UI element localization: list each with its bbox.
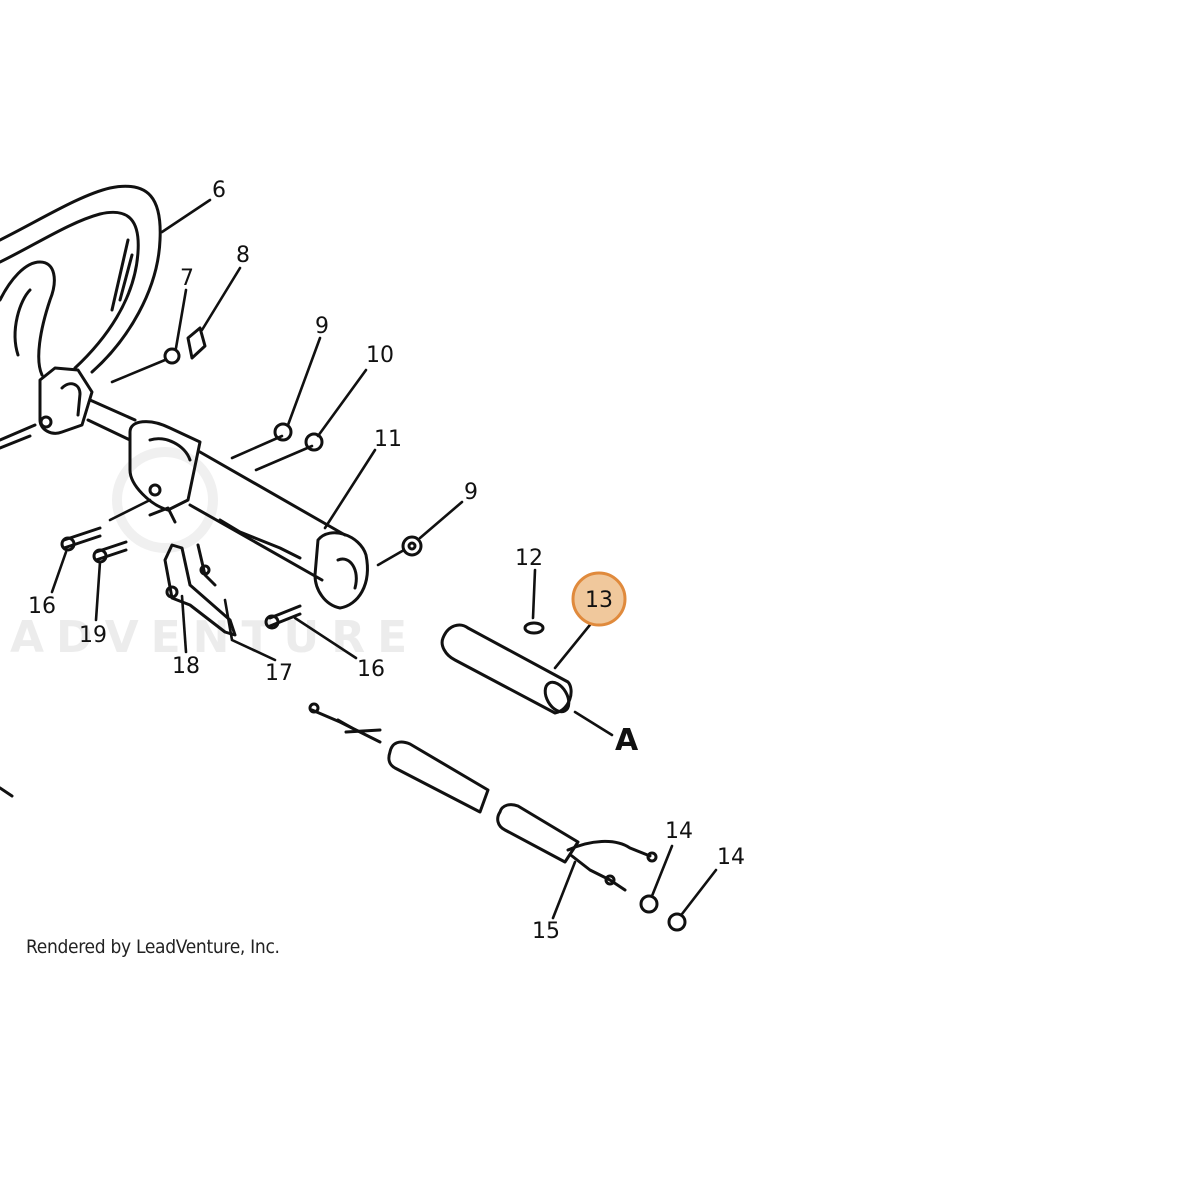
callout-10[interactable]: 10	[366, 343, 394, 368]
watermark-text: ADVENTURE	[10, 612, 419, 663]
callout-11[interactable]: 11	[374, 427, 402, 452]
watermark: ADVENTURE	[10, 447, 419, 663]
callout-6[interactable]: 6	[212, 178, 226, 203]
callout-8[interactable]: 8	[236, 243, 250, 268]
highlight-marker[interactable]	[571, 571, 627, 627]
callout-14-b[interactable]: 14	[717, 845, 745, 870]
callout-15[interactable]: 15	[532, 919, 560, 944]
callout-19[interactable]: 19	[79, 623, 107, 648]
callout-9-b[interactable]: 9	[464, 480, 478, 505]
callout-12[interactable]: 12	[515, 546, 543, 571]
fasteners	[0, 326, 687, 932]
main-shaft	[0, 398, 369, 610]
callout-7[interactable]: 7	[180, 266, 194, 291]
throttle-parts	[163, 543, 237, 637]
callout-13[interactable]: 13	[585, 588, 613, 613]
leader-lines	[50, 198, 718, 920]
callout-16[interactable]: 16	[28, 594, 56, 619]
callouts: 6 7 8 9 10 11 9 12 13 16 19 18 17 16 14 …	[28, 178, 745, 944]
loop-handle	[0, 184, 162, 435]
render-credit: Rendered by LeadVenture, Inc.	[26, 936, 280, 958]
callout-A[interactable]: A	[615, 723, 639, 758]
callout-14[interactable]: 14	[665, 819, 693, 844]
callout-17[interactable]: 17	[265, 661, 293, 686]
pipe-part	[440, 621, 573, 715]
cable-assembly	[308, 702, 658, 892]
callout-9[interactable]: 9	[315, 314, 329, 339]
callout-16-b[interactable]: 16	[357, 657, 385, 682]
callout-18[interactable]: 18	[172, 654, 200, 679]
